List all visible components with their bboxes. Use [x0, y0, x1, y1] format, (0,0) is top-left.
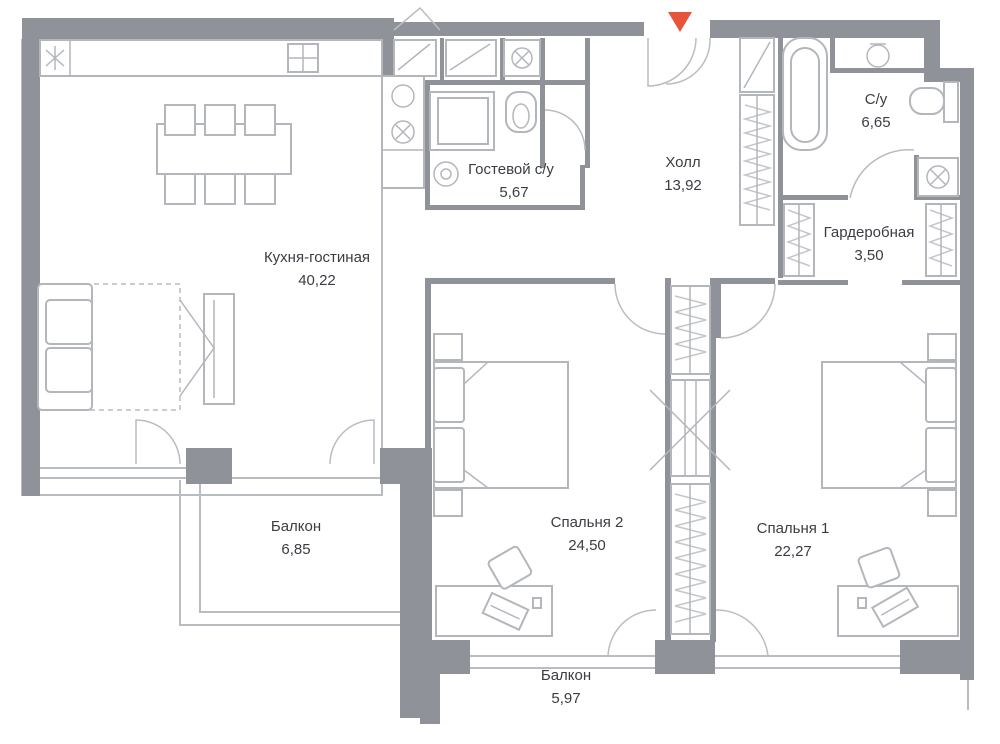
- room-label-balcony-left: Балкон 6,85: [271, 518, 321, 558]
- room-name: Кухня-гостиная: [264, 249, 370, 266]
- room-label-guest-wc: Гостевой с/у 5,67: [468, 161, 554, 201]
- bedroom1-furniture: [821, 333, 959, 637]
- room-area: 5,67: [499, 184, 528, 201]
- room-area: 6,65: [861, 114, 890, 131]
- kitchen-counter: [39, 39, 383, 77]
- entrance-door: [647, 37, 711, 87]
- room-label-bath: С/у 6,65: [861, 91, 890, 131]
- guest-wc-fixtures: [393, 39, 586, 187]
- room-name: Балкон: [271, 518, 321, 535]
- balcony-left-rail: [179, 480, 400, 626]
- room-label-bedroom1: Спальня 1 22,27: [757, 520, 830, 560]
- room-label-balcony-bottom: Балкон 5,97: [541, 667, 591, 707]
- room-area: 22,27: [774, 543, 812, 560]
- room-label-hall: Холл 13,92: [664, 154, 702, 194]
- kitchen-appliances-column: [381, 75, 425, 189]
- room-name: Гостевой с/у: [468, 161, 554, 178]
- room-label-wardrobe: Гардеробная 3,50: [824, 224, 915, 264]
- dressing-room-shelves: [783, 203, 957, 277]
- room-name: Спальня 1: [757, 520, 830, 537]
- walls: [22, 18, 974, 724]
- triangle-down-icon: [668, 12, 692, 32]
- room-area: 3,50: [854, 247, 883, 264]
- balcony-left-rail-inner: [199, 480, 400, 613]
- room-name: Холл: [665, 154, 700, 171]
- bedroom-doors: [607, 283, 776, 657]
- room-area: 5,97: [551, 690, 580, 707]
- room-label-kitchen: Кухня-гостиная 40,22: [264, 249, 370, 289]
- hall-wardrobe: [739, 37, 775, 226]
- sofa: [37, 283, 235, 411]
- room-label-bedroom2: Спальня 2 24,50: [551, 514, 624, 554]
- room-name: С/у: [865, 91, 888, 108]
- room-name: Балкон: [541, 667, 591, 684]
- room-area: 40,22: [298, 272, 336, 289]
- guest-wc-door: [393, 6, 441, 31]
- room-name: Спальня 2: [551, 514, 624, 531]
- room-area: 24,50: [568, 537, 606, 554]
- kitchen-balcony-doors: [135, 419, 375, 465]
- balcony-bottom-rail: [440, 667, 969, 710]
- kitchen-outline: [21, 39, 383, 496]
- bedroom-wardrobes: [649, 285, 731, 635]
- dining-table: [156, 104, 292, 205]
- room-area: 6,85: [281, 541, 310, 558]
- bath-fixtures: [782, 37, 959, 199]
- bedroom2-furniture: [433, 333, 569, 637]
- room-name: Гардеробная: [824, 224, 915, 241]
- room-area: 13,92: [664, 177, 702, 194]
